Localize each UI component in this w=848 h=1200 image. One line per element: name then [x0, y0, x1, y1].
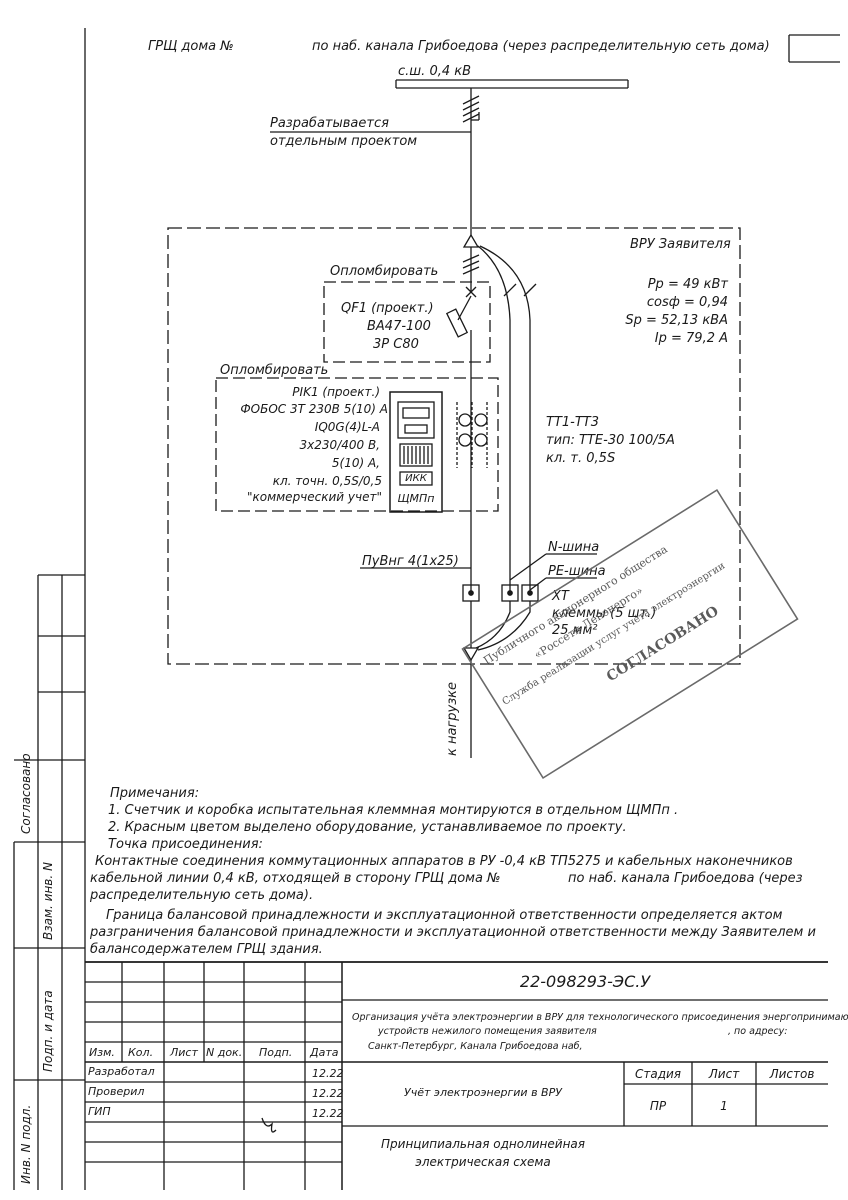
- address-label: по наб. канала Грибоедова (через распред…: [312, 39, 770, 54]
- col-header-podp: Подп.: [259, 1046, 293, 1059]
- cable-label: ПуВнг 4(1x25): [362, 554, 459, 569]
- drawing-title-line-2: электрическая схема: [415, 1155, 551, 1169]
- busbar-label: с.ш. 0,4 кВ: [398, 64, 472, 79]
- sheet-value: 1: [720, 1099, 728, 1113]
- grsch-label: ГРЩ дома №: [148, 39, 234, 54]
- meter-line-3: IQ0G(4)L-A: [314, 420, 380, 434]
- connection-line-2a: кабельной линии 0,4 кВ, отходящей в стор…: [90, 871, 501, 886]
- side-label-sign-date: Подп. и дата: [41, 990, 55, 1072]
- border-line-3: балансодержателем ГРЩ здания.: [90, 942, 323, 957]
- meter-line-7: "коммерческий учет": [246, 490, 382, 504]
- org-line-2: устройств нежилого помещения заявителя: [378, 1026, 597, 1037]
- terminal-name: ХТ: [552, 589, 569, 604]
- drawing-title-line-1: Принципиальная однолинейная: [381, 1137, 585, 1151]
- sheet-header: Лист: [708, 1067, 740, 1081]
- meter-line-1: PIK1 (проект.): [292, 385, 380, 399]
- connection-line-1: Контактные соединения коммутационных апп…: [95, 854, 793, 869]
- seal-box-1: [323, 281, 491, 363]
- side-label-replace-inv: Взам. инв. N: [41, 862, 55, 940]
- org-line-1: Организация учёта электроэнергии в ВРУ д…: [352, 1012, 848, 1023]
- side-label-agreed: Согласовано: [19, 753, 33, 834]
- breaker-name: QF1 (проект.): [341, 301, 434, 316]
- terminal-count: клеммы (5 шт.): [552, 606, 657, 621]
- n-conductor: [477, 245, 511, 592]
- pe-conductor: [479, 245, 531, 592]
- notes-title: Примечания:: [110, 786, 200, 801]
- param-pp: Pp = 49 кВт: [647, 277, 728, 292]
- col-header-kol: Кол.: [128, 1046, 154, 1059]
- param-cosf: cosф = 0,94: [646, 295, 728, 310]
- exit-triangle: [462, 647, 480, 662]
- ct-class: кл. т. 0,5S: [546, 451, 616, 466]
- separate-project-line2: отдельным проектом: [270, 134, 418, 149]
- meter-line-5: 5(10) А,: [331, 456, 380, 470]
- stage-value: ПР: [649, 1099, 667, 1113]
- row-checked-date: 12.22: [312, 1087, 344, 1100]
- load-label: к нагрузке: [445, 682, 460, 756]
- sheets-header: Листов: [769, 1067, 815, 1081]
- vru-label: ВРУ Заявителя: [630, 237, 731, 252]
- col-header-data: Дата: [310, 1046, 339, 1059]
- connection-line-2b: по наб. канала Грибоедова (через: [568, 871, 803, 886]
- approval-stamp: Публичного акционерного общества «Россет…: [460, 487, 800, 780]
- col-header-ndok: N док.: [206, 1046, 243, 1059]
- row-gip-date: 12.22: [312, 1107, 344, 1120]
- shchmp-label: ЩМПп: [397, 492, 435, 505]
- col-header-izm: Изм.: [89, 1046, 115, 1059]
- row-developed-date: 12.22: [312, 1067, 344, 1080]
- entry-triangle: [462, 233, 480, 248]
- seal2-label: Опломбировать: [220, 363, 329, 378]
- vru-boundary: [167, 227, 741, 665]
- border-line-2: разграничения балансовой принадлежности …: [90, 925, 816, 940]
- connection-title: Точка присоединения:: [108, 837, 263, 852]
- connection-line-3: распределительную сеть дома).: [90, 888, 314, 903]
- org-line-3: Санкт-Петербург, Канала Грибоедова наб,: [368, 1041, 583, 1052]
- ikk-label: ИКК: [405, 473, 427, 484]
- breaker-model: ВА47-100: [367, 319, 431, 334]
- ct-type: тип: ТТЕ-30 100/5А: [546, 433, 675, 448]
- stage-header: Стадия: [634, 1067, 682, 1081]
- note-2: 2. Красным цветом выделено оборудование,…: [108, 820, 627, 835]
- breaker-blade: [457, 295, 472, 321]
- col-header-list: Лист: [170, 1046, 198, 1059]
- doc-number: 22-098293-ЭС.У: [519, 972, 651, 991]
- meter-line-2: ФОБОС 3Т 230В 5(10) А: [240, 402, 388, 416]
- meter-line-4: 3x230/400 В,: [299, 438, 380, 452]
- terminal-section: 25 мм²: [552, 623, 598, 638]
- org-line-2b: , по адресу:: [728, 1026, 788, 1037]
- param-ip: Ip = 79,2 А: [654, 331, 728, 346]
- n-bus-label: N-шина: [548, 540, 600, 555]
- border-line-1: Граница балансовой принадлежности и эксп…: [106, 908, 783, 923]
- note-1: 1. Счетчик и коробка испытательная клемм…: [108, 803, 679, 818]
- breaker-rating: 3Р С80: [373, 337, 419, 352]
- seal-box-2: [215, 377, 499, 512]
- param-sp: Sp = 52,13 кВА: [625, 313, 728, 328]
- row-developed-role: Разработал: [88, 1065, 155, 1078]
- separate-project-line1: Разрабатывается: [270, 116, 389, 131]
- row-checked-role: Проверил: [88, 1085, 145, 1098]
- ct-name: ТТ1-ТТ3: [546, 415, 599, 430]
- subject: Учёт электроэнергии в ВРУ: [404, 1086, 562, 1099]
- seal1-label: Опломбировать: [330, 264, 439, 279]
- meter-line-6: кл. точн. 0,5S/0,5: [272, 474, 382, 488]
- meter-housing: [389, 391, 443, 513]
- side-label-inv-orig: Инв. N подл.: [19, 1104, 33, 1184]
- breaker-actuator: [445, 308, 469, 338]
- row-gip-role: ГИП: [88, 1105, 111, 1118]
